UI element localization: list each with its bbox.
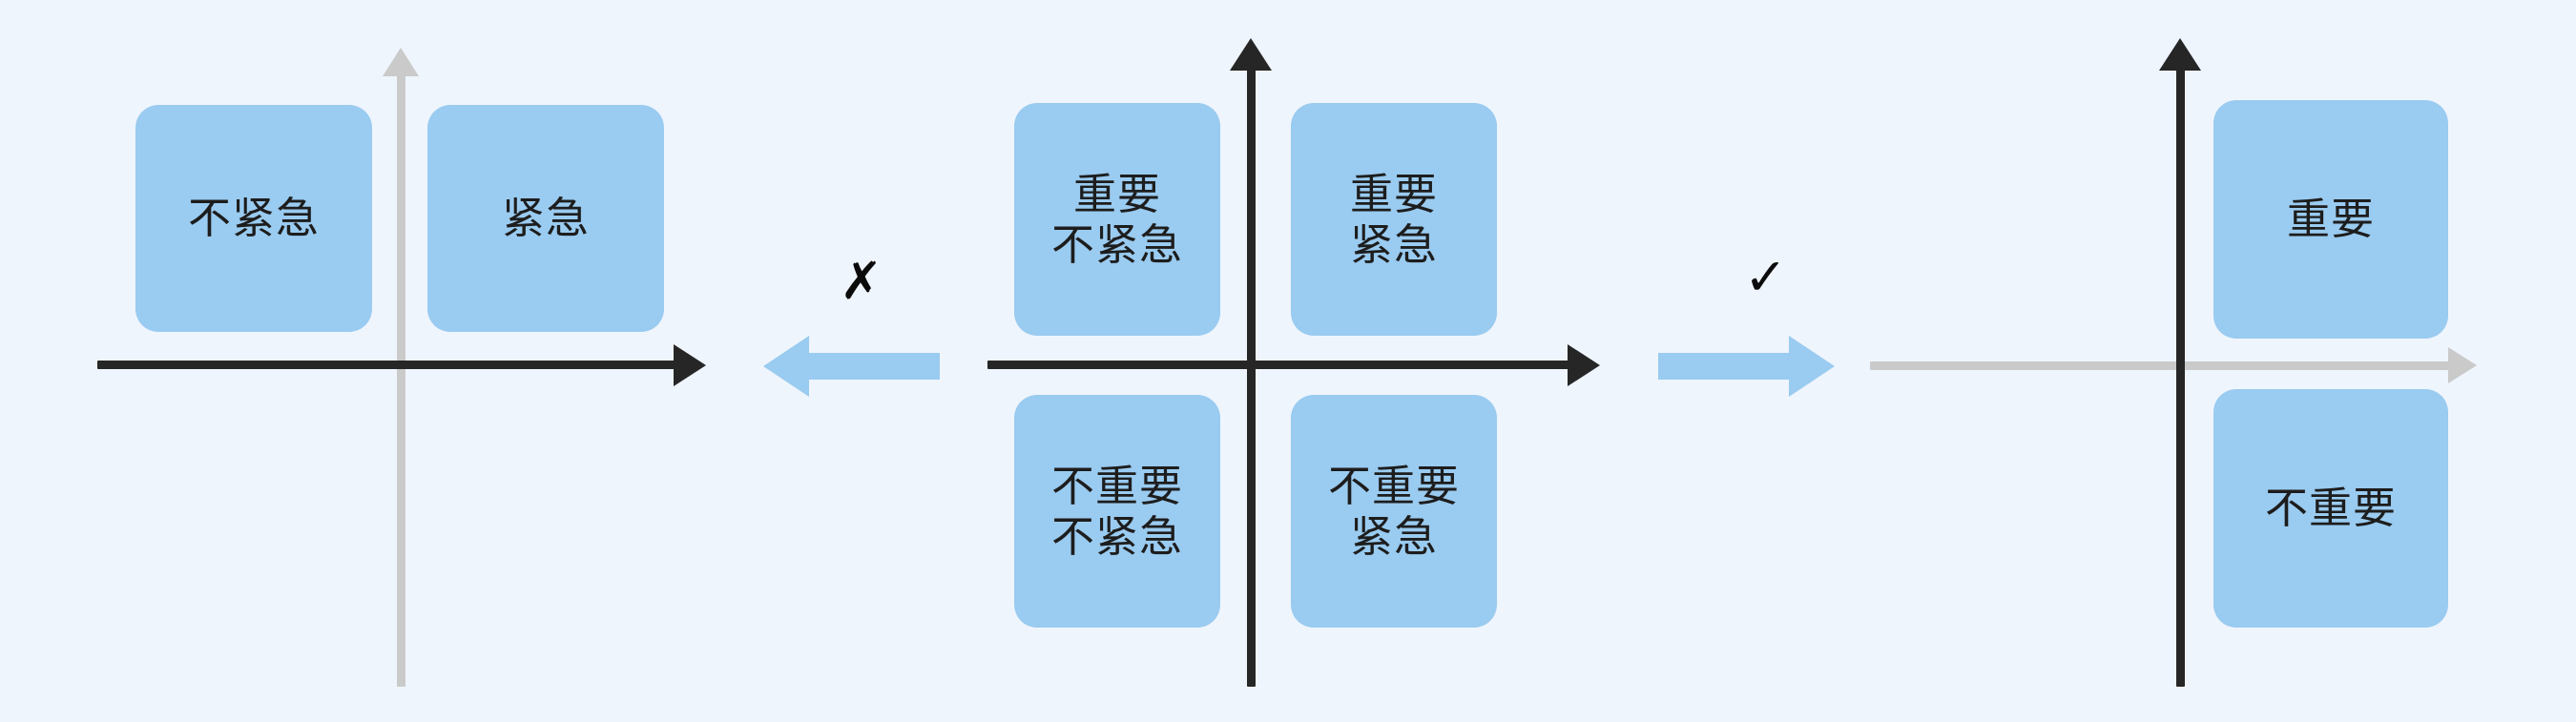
box-important-line-1: 重要 bbox=[2286, 195, 2375, 244]
check-mark-icon: ✓ bbox=[1744, 249, 1788, 306]
importance-axis-panel: 重要 不重要 bbox=[1870, 0, 2576, 722]
box-urgent-line-1: 紧急 bbox=[501, 194, 590, 243]
vertical-axis-active bbox=[2176, 69, 2185, 687]
horizontal-axis-arrowhead-icon bbox=[674, 344, 706, 386]
box-not-urgent[interactable]: 不紧急 bbox=[135, 105, 372, 332]
vertical-axis-arrowhead-icon bbox=[1230, 38, 1272, 71]
box-not-important-not-urgent[interactable]: 不重要 不紧急 bbox=[1014, 395, 1220, 628]
cross-mark-icon: ✗ bbox=[840, 253, 883, 310]
horizontal-axis-active bbox=[97, 361, 677, 369]
box-not-urgent-line-1: 不紧急 bbox=[187, 194, 320, 243]
box-important-urgent-line-1: 重要 bbox=[1349, 169, 1438, 218]
box-important-urgent[interactable]: 重要 紧急 bbox=[1291, 103, 1497, 336]
left-flow-arrow-icon bbox=[763, 336, 940, 397]
box-not-important[interactable]: 不重要 bbox=[2213, 389, 2448, 628]
left-transition: ✗ bbox=[744, 0, 987, 722]
box-not-important-urgent-line-2: 紧急 bbox=[1349, 512, 1438, 561]
horizontal-axis-arrowhead-icon bbox=[2448, 347, 2477, 383]
horizontal-axis-active bbox=[987, 361, 1571, 369]
box-not-important-not-urgent-line-1: 不重要 bbox=[1050, 461, 1183, 510]
right-flow-arrow-icon bbox=[1658, 336, 1835, 397]
right-transition: ✓ bbox=[1622, 0, 1870, 722]
horizontal-axis-arrowhead-icon bbox=[1568, 344, 1600, 386]
vertical-axis-active bbox=[1247, 69, 1256, 687]
box-urgent[interactable]: 紧急 bbox=[427, 105, 664, 332]
urgency-axis-panel: 不紧急 紧急 bbox=[0, 0, 744, 722]
vertical-axis-arrowhead-icon bbox=[383, 48, 419, 76]
vertical-axis-inactive bbox=[397, 74, 405, 687]
box-important-not-urgent[interactable]: 重要 不紧急 bbox=[1014, 103, 1220, 336]
box-important-not-urgent-line-1: 重要 bbox=[1072, 169, 1161, 218]
box-not-important-urgent-line-1: 不重要 bbox=[1327, 461, 1460, 510]
importance-urgency-matrix-panel: 重要 不紧急 重要 紧急 不重要 不紧急 不重要 紧急 bbox=[987, 0, 1655, 722]
box-not-important-line-1: 不重要 bbox=[2264, 484, 2397, 533]
box-important-urgent-line-2: 紧急 bbox=[1349, 220, 1438, 269]
box-not-important-not-urgent-line-2: 不紧急 bbox=[1050, 512, 1183, 561]
vertical-axis-arrowhead-icon bbox=[2159, 38, 2201, 71]
box-not-important-urgent[interactable]: 不重要 紧急 bbox=[1291, 395, 1497, 628]
horizontal-axis-inactive bbox=[1870, 361, 2452, 370]
box-important[interactable]: 重要 bbox=[2213, 100, 2448, 339]
box-important-not-urgent-line-2: 不紧急 bbox=[1050, 220, 1183, 269]
